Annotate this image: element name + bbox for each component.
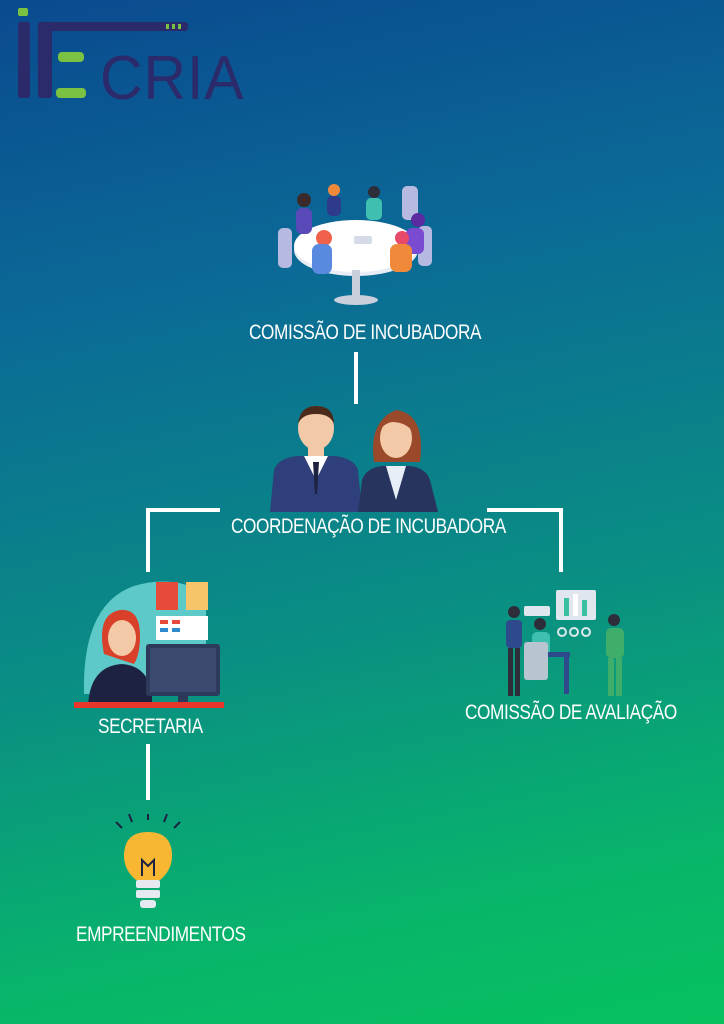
meeting-table-icon (278, 184, 432, 305)
logo-mark (18, 8, 188, 98)
node-secretaria: SECRETARIA (98, 715, 203, 738)
node-coordenacao: COORDENAÇÃO DE INCUBADORA (231, 515, 506, 538)
node-empreendimentos: EMPREENDIMENTOS (76, 923, 246, 946)
lightbulb-icon (115, 814, 181, 908)
coordination-people-icon (270, 406, 438, 512)
evaluation-team-icon (506, 590, 624, 696)
node-comissao-avaliacao: COMISSÃO DE AVALIAÇÃO (465, 701, 677, 724)
ifcria-logo: CRIA (16, 8, 256, 110)
secretary-icon (74, 581, 224, 708)
logo-text: CRIA (100, 44, 245, 113)
node-comissao-incubadora: COMISSÃO DE INCUBADORA (249, 321, 482, 344)
